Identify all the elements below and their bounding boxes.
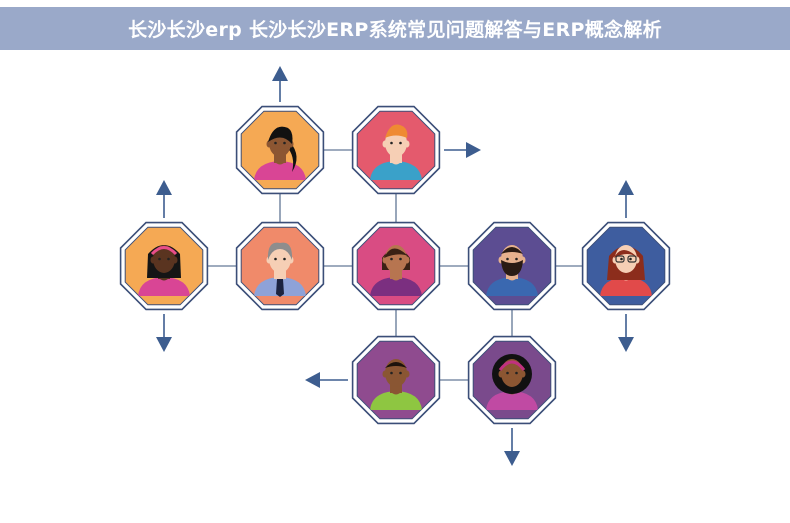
arrows	[156, 66, 634, 466]
arrow	[272, 66, 288, 102]
arrow	[618, 314, 634, 352]
man-beard-avatar	[467, 221, 557, 311]
man-gray-hair-tie-avatar	[235, 221, 325, 311]
title-banner: 长沙长沙erp 长沙长沙ERP系统常见问题解答与ERP概念解析	[0, 7, 790, 50]
man-orange-hair-avatar	[351, 105, 441, 195]
man-green-shirt-avatar	[351, 335, 441, 425]
woman-curly-hair-avatar	[467, 335, 557, 425]
woman-short-hair-avatar	[351, 221, 441, 311]
woman-ponytail-avatar	[235, 105, 325, 195]
avatar-nodes	[119, 105, 671, 425]
arrow	[618, 180, 634, 218]
arrow	[156, 314, 172, 352]
arrow	[504, 428, 520, 466]
woman-headband-avatar	[119, 221, 209, 311]
arrow	[156, 180, 172, 218]
arrow	[305, 372, 348, 388]
woman-glasses-avatar	[581, 221, 671, 311]
banner-title: 长沙长沙erp 长沙长沙ERP系统常见问题解答与ERP概念解析	[128, 19, 662, 41]
arrow	[444, 142, 481, 158]
